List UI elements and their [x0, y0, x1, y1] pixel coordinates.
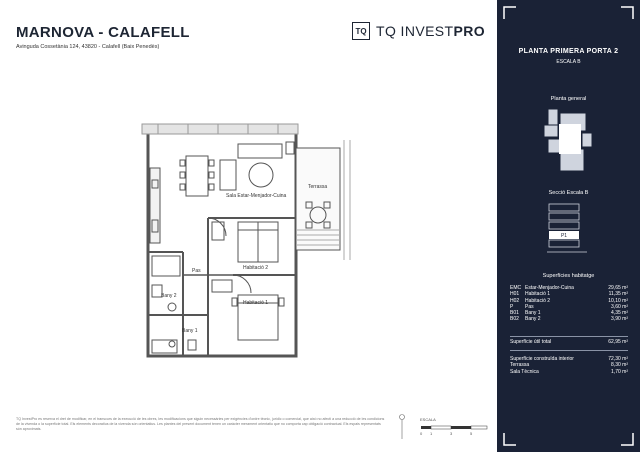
room-label-bedroom1: Habitació 1: [243, 300, 269, 306]
logo-text: TQ INVESTPRO: [376, 23, 485, 39]
room-label-hall: Pas: [192, 268, 201, 274]
general-plan-label: Planta general: [550, 96, 587, 102]
tech-room-row: Sala Tècnica 1,70 m²: [510, 369, 628, 375]
useful-total-row: Superfície útil total 62,95 m²: [510, 339, 628, 345]
surface-name: Pas: [525, 303, 534, 310]
brand-logo: TQ TQ INVESTPRO: [352, 22, 485, 40]
surface-row: B02 Bany 2 3,90 m²: [510, 316, 628, 322]
corner-mark-bottom-right: [621, 433, 634, 446]
useful-total-label: Superfície útil total: [510, 339, 552, 345]
surface-value: 3,90 m²: [611, 316, 628, 323]
scale-ticks: 0 1 3 5: [420, 431, 490, 437]
scale-tick: 3: [450, 431, 453, 436]
surface-name: Habitació 2: [525, 297, 551, 304]
surface-code: H02: [510, 297, 520, 304]
surface-row: EMC Estar-Menjador-Cuina 29,65 m²: [510, 285, 628, 291]
room-label-bath2: Bany 2: [161, 293, 177, 299]
surface-row: P Pas 3,60 m²: [510, 304, 628, 310]
north-arrow-icon: [399, 414, 405, 439]
surface-row: B01 Bany 1 4,35 m²: [510, 310, 628, 316]
terrace-value: 8,30 m²: [611, 362, 628, 369]
surface-row: H01 Habitació 1 11,35 m²: [510, 291, 628, 297]
room-label-bedroom2: Habitació 2: [243, 265, 269, 271]
surface-code: B02: [510, 316, 519, 323]
tech-room-value: 1,70 m²: [611, 368, 628, 375]
project-title: MARNOVA - CALAFELL: [16, 24, 190, 41]
terrace-label: Terrassa: [510, 362, 530, 369]
scale-tick: 1: [430, 431, 433, 436]
corner-mark-bottom-left: [503, 433, 516, 446]
useful-total-value: 62,95 m²: [608, 339, 628, 345]
corner-mark-top-left: [503, 6, 516, 19]
surface-name: Bany 2: [525, 316, 541, 323]
scale-bar-graphic: [421, 425, 488, 430]
divider: [510, 336, 628, 337]
surface-name: Bany 1: [525, 310, 541, 317]
logo-mark: TQ: [352, 22, 370, 40]
built-value: 72,30 m²: [608, 356, 628, 362]
main-panel: MARNOVA - CALAFELL Avinguda Cossetània 1…: [16, 22, 490, 439]
surface-value: 3,60 m²: [611, 303, 628, 310]
info-sidebar: PLANTA PRIMERA PORTA 2 ESCALA B Planta g…: [497, 0, 640, 452]
project-address: Avinguda Cossetània 124, 43820 - Calafel…: [16, 44, 160, 50]
floor-marker: P1: [561, 233, 567, 239]
sidebar-subtitle: ESCALA B: [556, 59, 581, 65]
surface-name: Estar-Menjador-Cuina: [525, 285, 574, 291]
built-row: Superfície construïda interior 72,30 m²: [510, 356, 628, 362]
section-label: Secció Escala B: [548, 190, 589, 196]
room-label-living: Sala Estar-Menjador-Cuina: [226, 193, 287, 199]
divider: [510, 350, 628, 351]
section-thumbnail: P1: [547, 203, 587, 253]
floor-plan: Sala Estar-Menjador-Cuina Terrassa Habit…: [138, 120, 358, 360]
surface-code: P: [510, 303, 514, 310]
surfaces-heading: Superfícies habitatge: [542, 273, 595, 279]
surface-value: 29,65 m²: [608, 285, 628, 291]
corner-mark-top-right: [621, 6, 634, 19]
surface-code: EMC: [510, 285, 522, 291]
floor-plan-drawing: [141, 123, 351, 358]
surface-code: H01: [510, 291, 520, 298]
legal-disclaimer: TQ InvestPro es reserva el dret de modif…: [16, 417, 385, 431]
useful-total: Superfície útil total 62,95 m²: [510, 339, 628, 345]
surface-value: 10,10 m²: [608, 297, 628, 304]
surfaces-table: EMC Estar-Menjador-Cuina 29,65 m² H01 Ha…: [510, 285, 628, 323]
room-label-terrace: Terrassa: [308, 184, 328, 190]
surface-code: B01: [510, 310, 519, 317]
logo-suffix: PRO: [453, 23, 486, 39]
surface-value: 4,35 m²: [611, 310, 628, 317]
terrace-row: Terrassa 8,30 m²: [510, 362, 628, 368]
general-plan-thumbnail: [544, 109, 592, 171]
room-label-bath1: Bany 1: [182, 328, 198, 334]
surface-name: Habitació 1: [525, 291, 551, 298]
logo-prefix: TQ INVEST: [376, 23, 454, 39]
scale-bar: ESCALA 0 1 3 5: [420, 417, 490, 439]
scale-label: ESCALA: [420, 417, 436, 422]
scale-tick: 0: [420, 431, 423, 436]
sidebar-title: PLANTA PRIMERA PORTA 2: [518, 48, 619, 55]
tech-room-label: Sala Tècnica: [510, 368, 539, 375]
surface-row: H02 Habitació 2 10,10 m²: [510, 298, 628, 304]
built-surfaces: Superfície construïda interior 72,30 m² …: [510, 356, 628, 375]
surface-value: 11,35 m²: [608, 291, 628, 298]
built-label: Superfície construïda interior: [510, 356, 574, 362]
scale-tick: 5: [470, 431, 473, 436]
